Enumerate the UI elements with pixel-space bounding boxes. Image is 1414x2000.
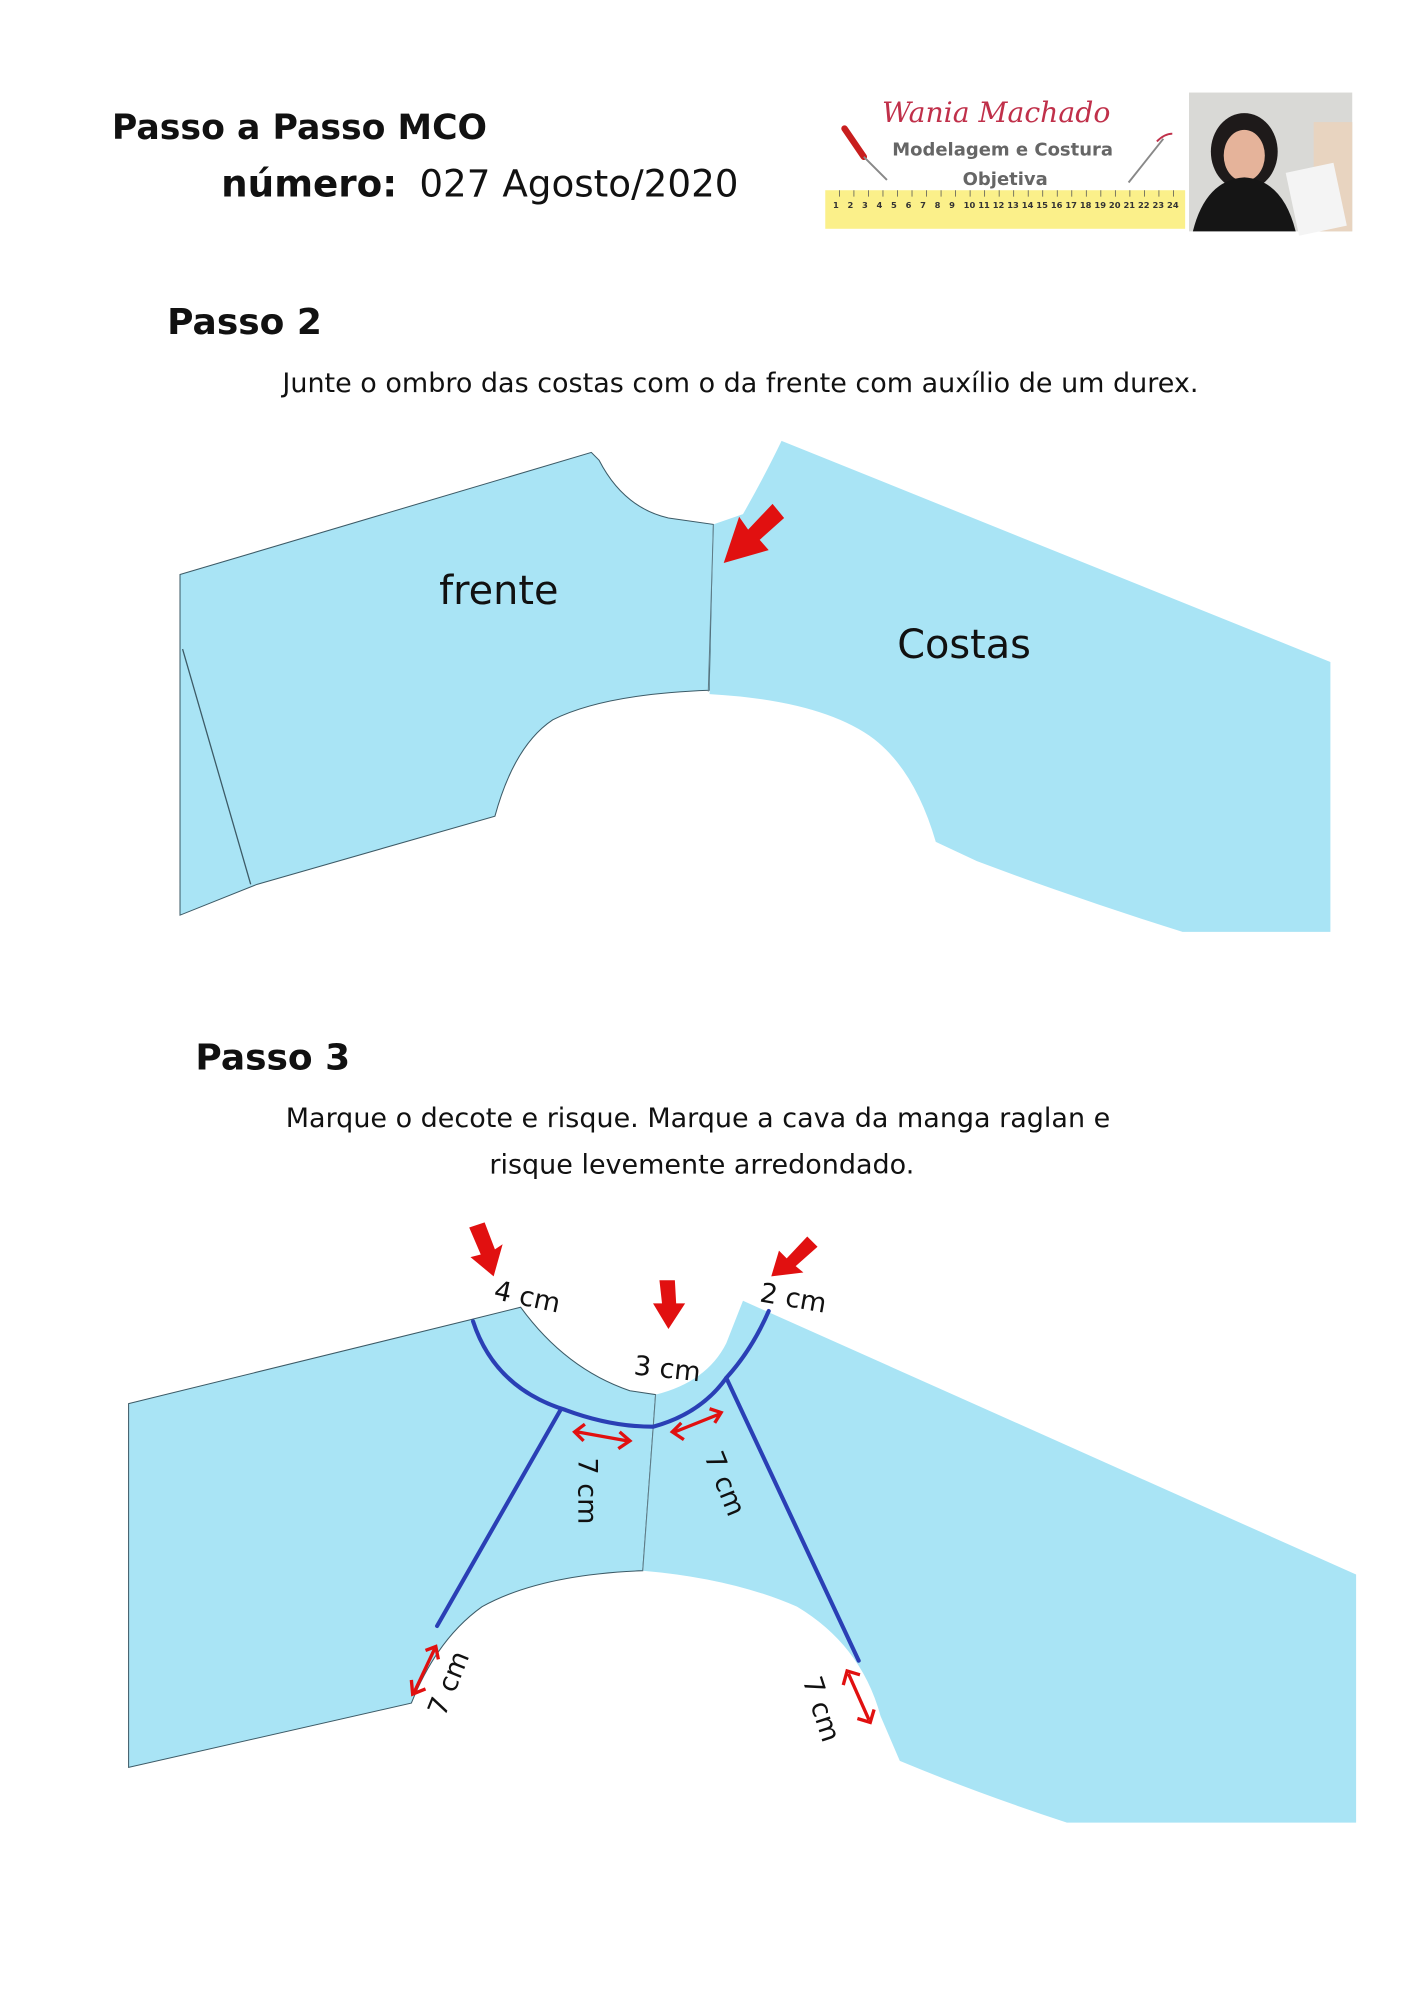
document-number: número: 027 Agosto/2020 [221,162,738,206]
red-arrow-icon [771,1236,818,1277]
ruler-number: 17 [1065,200,1077,210]
neckline-marking [471,1308,771,1429]
measure-front-raglan-top: 7 cm [571,1458,602,1525]
ruler-number: 1 [833,200,839,210]
tape-seam [642,1394,657,1571]
front-piece [179,451,714,916]
double-arrow-icon [409,1644,441,1697]
needle-icon [1127,132,1173,184]
red-arrow-icon [723,503,785,563]
seam-ripper-icon [841,125,888,181]
ruler-number: 2 [847,200,853,210]
ruler-number: 14 [1022,200,1034,210]
back-piece [709,440,1331,932]
back-piece [642,1300,1357,1823]
front-raglan-line [435,1407,563,1629]
logo-script-name: Wania Machado [882,96,1110,129]
ruler-number: 22 [1138,200,1150,210]
step3-instruction-line1: Marque o decote e risque. Marque a cava … [286,1103,1111,1134]
ruler-number: 4 [877,200,883,210]
step2-heading: Passo 2 [167,302,322,343]
ruler-number: 19 [1094,200,1106,210]
tape-seam [707,524,714,692]
ruler-number: 7 [920,200,926,210]
ruler-number: 10 [964,200,976,210]
step3-heading: Passo 3 [195,1037,350,1078]
ruler-number: 5 [891,200,897,210]
label-front: frente [439,568,558,614]
ruler-number: 16 [1051,200,1063,210]
ruler-number: 21 [1123,200,1135,210]
ruler-number: 6 [906,200,912,210]
ruler-number: 9 [949,200,955,210]
front-piece [128,1306,657,1768]
ruler-number: 15 [1036,200,1048,210]
measure-center-neck: 3 cm [632,1350,702,1388]
ruler-number: 24 [1167,200,1179,210]
ruler-number: 12 [993,200,1005,210]
ruler-number: 3 [862,200,868,210]
brand-logo: Wania Machado Modelagem e Costura Objeti… [825,92,1353,236]
logo-line2: Objetiva [963,169,1048,190]
document-title: Passo a Passo MCO [112,108,487,148]
ruler-number: 18 [1080,200,1092,210]
step2-pattern-image: frente Costas [179,440,1331,932]
red-arrow-icon [469,1222,503,1277]
number-value: 027 Agosto/2020 [419,162,738,206]
label-back: Costas [897,622,1031,668]
double-arrow-icon [669,1407,724,1441]
ruler-number: 8 [935,200,941,210]
step2-instruction: Junte o ombro das costas com o da frente… [280,368,1198,399]
ruler-number: 23 [1153,200,1165,210]
logo-line1: Modelagem e Costura [892,140,1113,161]
step3-instruction-line2: risque levemente arredondado. [489,1150,914,1181]
ruler-number: 11 [978,200,990,210]
author-photo [1189,92,1353,236]
red-arrow-icon [653,1280,686,1330]
double-arrow-icon [572,1422,633,1450]
measure-back-armhole: 7 cm [796,1673,846,1746]
ruler-icon [825,190,1186,229]
ruler-number: 13 [1007,200,1019,210]
step3-pattern-image: 4 cm 3 cm 2 cm 7 cm 7 cm 7 cm 7 cm [128,1222,1357,1823]
double-arrow-icon [841,1668,876,1725]
back-raglan-line [724,1375,861,1663]
ruler-number: 20 [1109,200,1121,210]
number-label: número: [221,162,397,206]
